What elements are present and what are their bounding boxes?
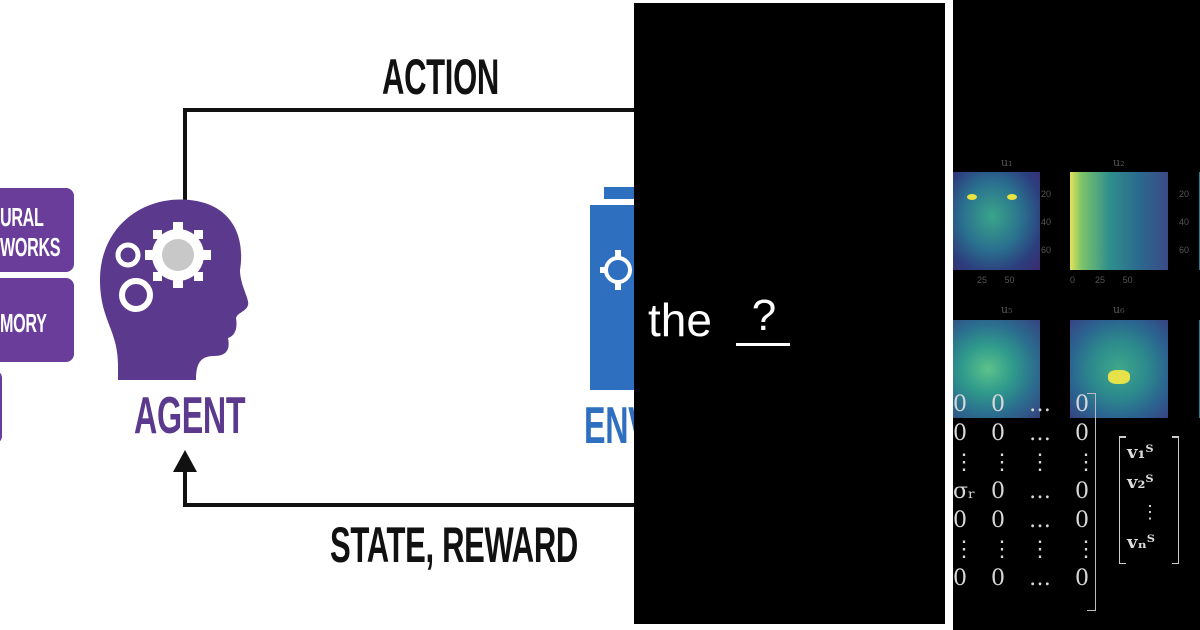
box-1-line-1: URAL [0,202,44,232]
y-ticks-2: 20 40 60 [1179,180,1189,264]
matrix-row-6: ⋮⋮⋮⋮ [953,537,1097,562]
x-ticks-1: 25 50 [977,275,1015,285]
y-tick-60: 60 [1041,245,1052,255]
blank-underline [736,343,790,346]
face-title-2: u₂ [1113,156,1125,169]
state-arrow-line [183,470,634,507]
face-title-5: u₅ [1001,303,1013,316]
memory-box: MORY [0,278,74,362]
box-1-line-2: WORKS [0,232,61,262]
agent-label: AGENT [134,387,246,445]
environment-block [590,187,634,390]
state-reward-label: STATE, REWARD [330,517,578,573]
vector-v1: v₁ᵀ [1127,442,1154,463]
x-ticks-2: 0 25 50 [1070,275,1133,285]
environment-block-top [604,187,634,199]
y-tick-40: 40 [1041,217,1052,227]
matrix-row-3: ⋮⋮⋮⋮ [953,450,1097,475]
y-tick-60b: 60 [1179,245,1190,255]
y-tick-20b: 20 [1179,189,1190,199]
vector-v2: v₂ᵀ [1127,472,1154,493]
y-ticks-1: 20 40 60 [1041,180,1051,264]
sentence-prefix: the [648,294,712,346]
vector-vn: vₙᵀ [1127,532,1155,553]
vt-vectors: v₁ᵀ v₂ᵀ ⋮ vₙᵀ [1127,438,1159,558]
y-tick-40b: 40 [1179,217,1190,227]
y-tick-20: 20 [1041,189,1052,199]
face-title-1: u₁ [1001,156,1013,169]
eigenface-6 [1070,320,1168,418]
eigenface-2 [1070,172,1168,270]
action-label: ACTION [382,49,499,105]
fill-in-blank-panel: the ? [634,3,945,624]
action-arrow-line [183,108,634,200]
agent-head-icon [100,199,249,380]
environment-label: ENV [584,397,634,455]
loop-arrows [100,108,634,507]
box-2-line-1: MORY [0,308,47,338]
environment-gear-icon [600,250,632,290]
matrix-right-bracket [1087,393,1096,611]
state-arrowhead [173,450,197,472]
eigenface-5 [953,320,1040,418]
vt-bracket [1119,436,1179,564]
svd-faces-panel: u₁ u₂ 20 40 60 20 40 60 25 50 0 25 50 u₅… [953,0,1200,630]
vector-dots: ⋮ [1141,502,1159,523]
face-title-6: u₆ [1113,303,1125,316]
rl-diagram-panel: ACTION STATE, REWARD AGENT URAL WORKS MO… [0,49,634,573]
neural-networks-box: URAL WORKS [0,188,74,272]
third-box [0,370,2,444]
blank-question-mark: ? [751,291,777,340]
eigenface-1 [953,172,1040,270]
